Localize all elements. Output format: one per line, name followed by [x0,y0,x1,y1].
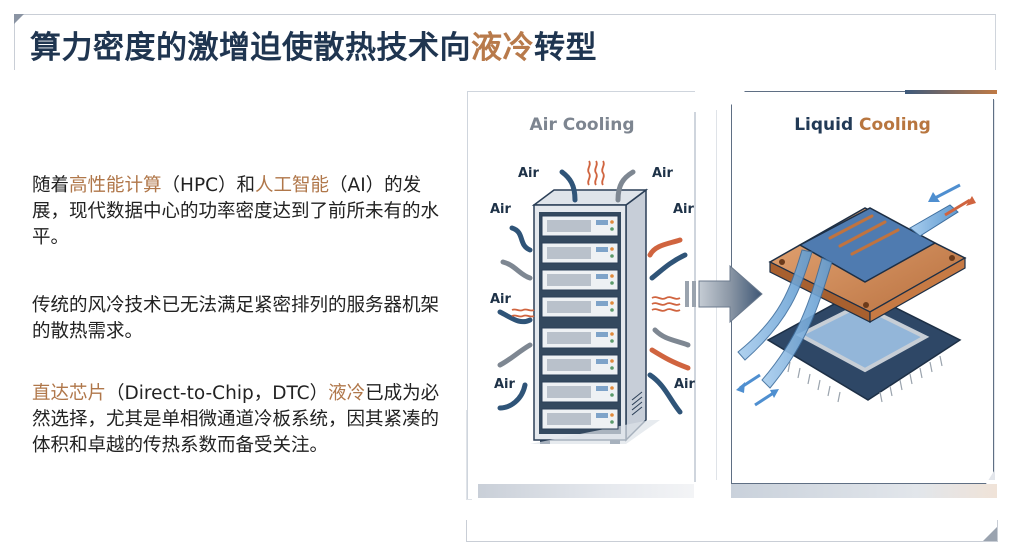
airflow-arrow-left-2 [500,259,533,281]
airflow-arrow-up-left [559,169,578,203]
air-label: Air [490,292,511,307]
liquid-title-accent: Cooling [859,115,931,135]
page-title-accent: 液冷 [471,30,534,66]
server-status-led [610,220,614,224]
airflow-arrow-left-1 [509,225,533,253]
highlight-hpc: 高性能计算 [69,175,162,196]
server-vent-grill [547,274,591,286]
liquid-panel-accent-bar [905,90,997,94]
text-segment: 已成为必然选择，尤其是单相微通道冷板系统，因其紧凑的体积和卓越的传热系数而备受关… [32,383,440,456]
server-status-led [610,386,614,390]
server-status-led [610,413,614,417]
airflow-arrow-right-3 [652,327,691,348]
coolant-supply-arrow [754,390,776,407]
airflow-arrow-right-2 [649,252,688,281]
airflow-arrow-left-5 [497,382,528,411]
text-segment: 随着 [32,175,70,196]
server-vent-grill [547,247,591,259]
page-title-prefix: 算力密度的激增迫使散热技术向 [30,30,471,66]
coolant-in-arrow [934,183,961,200]
heat-wave-icon [511,160,681,318]
server-display [596,220,608,225]
server-status-led [610,339,614,343]
server-display [596,386,608,391]
server-display [596,359,608,364]
server-status-led [610,393,614,397]
airflow-arrow-left-4 [497,342,533,368]
server-display [596,332,608,337]
paragraph-dtc-liquid-cooling: 直达芯片（Direct-to-Chip，DTC）液冷已成为必然选择，尤其是单相微… [32,381,452,459]
paragraph-hpc-ai: 随着高性能计算（HPC）和人工智能（AI）的发展，现代数据中心的功率密度达到了前… [32,173,452,251]
chip-die [795,302,930,373]
text-segment: （AI）的发展，现代数据中心的功率密度达到了前所未有的水平。 [32,175,440,248]
airflow-arrow-right-5 [647,372,683,415]
server-vent-grill [547,301,591,313]
coolant-pipe-outlet [737,249,813,361]
coolant-pipe-inlet [761,257,833,389]
air-label: Air [490,202,511,217]
server-vent-grill [547,359,591,371]
air-label: Air [652,166,673,181]
title-frame [14,14,996,70]
air-label: Air [674,377,695,392]
server-status-led [610,281,614,285]
server-vent-grill [547,332,591,344]
server-status-led [610,332,614,336]
illustration-corner-decoration [983,527,997,541]
air-label: Air [494,377,515,392]
highlight-direct-to-chip: 直达芯片 [32,383,107,404]
air-label: Air [673,202,694,217]
server-vent-grill [547,220,591,232]
airflow-arrow-left-3 [497,309,533,325]
air-label: Air [518,166,539,181]
paragraph-air-cooling-limit: 传统的风冷技术已无法满足紧密排列的服务器机架的散热需求。 [32,293,452,345]
airflow-arrow-right-4 [649,347,691,371]
server-status-led [610,227,614,231]
server-status-led [610,359,614,363]
liquid-panel-bottom-band [731,484,997,498]
highlight-liquid-cooling: 液冷 [328,383,366,404]
server-status-led [610,308,614,312]
page-title: 算力密度的激增迫使散热技术向液冷转型 [30,22,597,67]
airflow-arrow-up-right [615,169,636,203]
highlight-ai: 人工智能 [255,175,330,196]
text-segment: （Direct-to-Chip，DTC） [106,383,329,404]
server-display [596,413,608,418]
server-vent-grill [547,413,591,425]
illustration-outer-frame [466,520,998,542]
server-display [596,301,608,306]
server-vent-grill [547,386,591,398]
server-display [596,247,608,252]
server-status-led [610,366,614,370]
air-cooling-title: Air Cooling [529,115,635,135]
server-status-led [610,301,614,305]
server-status-led [610,420,614,424]
page-title-suffix: 转型 [534,30,597,66]
coolant-pipe-top [909,204,959,237]
text-segment: 传统的风冷技术已无法满足紧密排列的服务器机架的散热需求。 [32,295,440,342]
airflow-arrow-right-1 [647,237,683,258]
title-corner-decoration [14,14,24,24]
server-status-led [610,254,614,258]
coolant-out-arrow [944,198,971,217]
liquid-title-prefix: Liquid [794,115,854,135]
server-status-led [610,247,614,251]
server-status-led [610,274,614,278]
text-segment: （HPC）和 [161,175,256,196]
air-panel-bottom-band [478,484,694,498]
liquid-cooling-title: Liquid Cooling [731,115,994,135]
server-display [596,274,608,279]
